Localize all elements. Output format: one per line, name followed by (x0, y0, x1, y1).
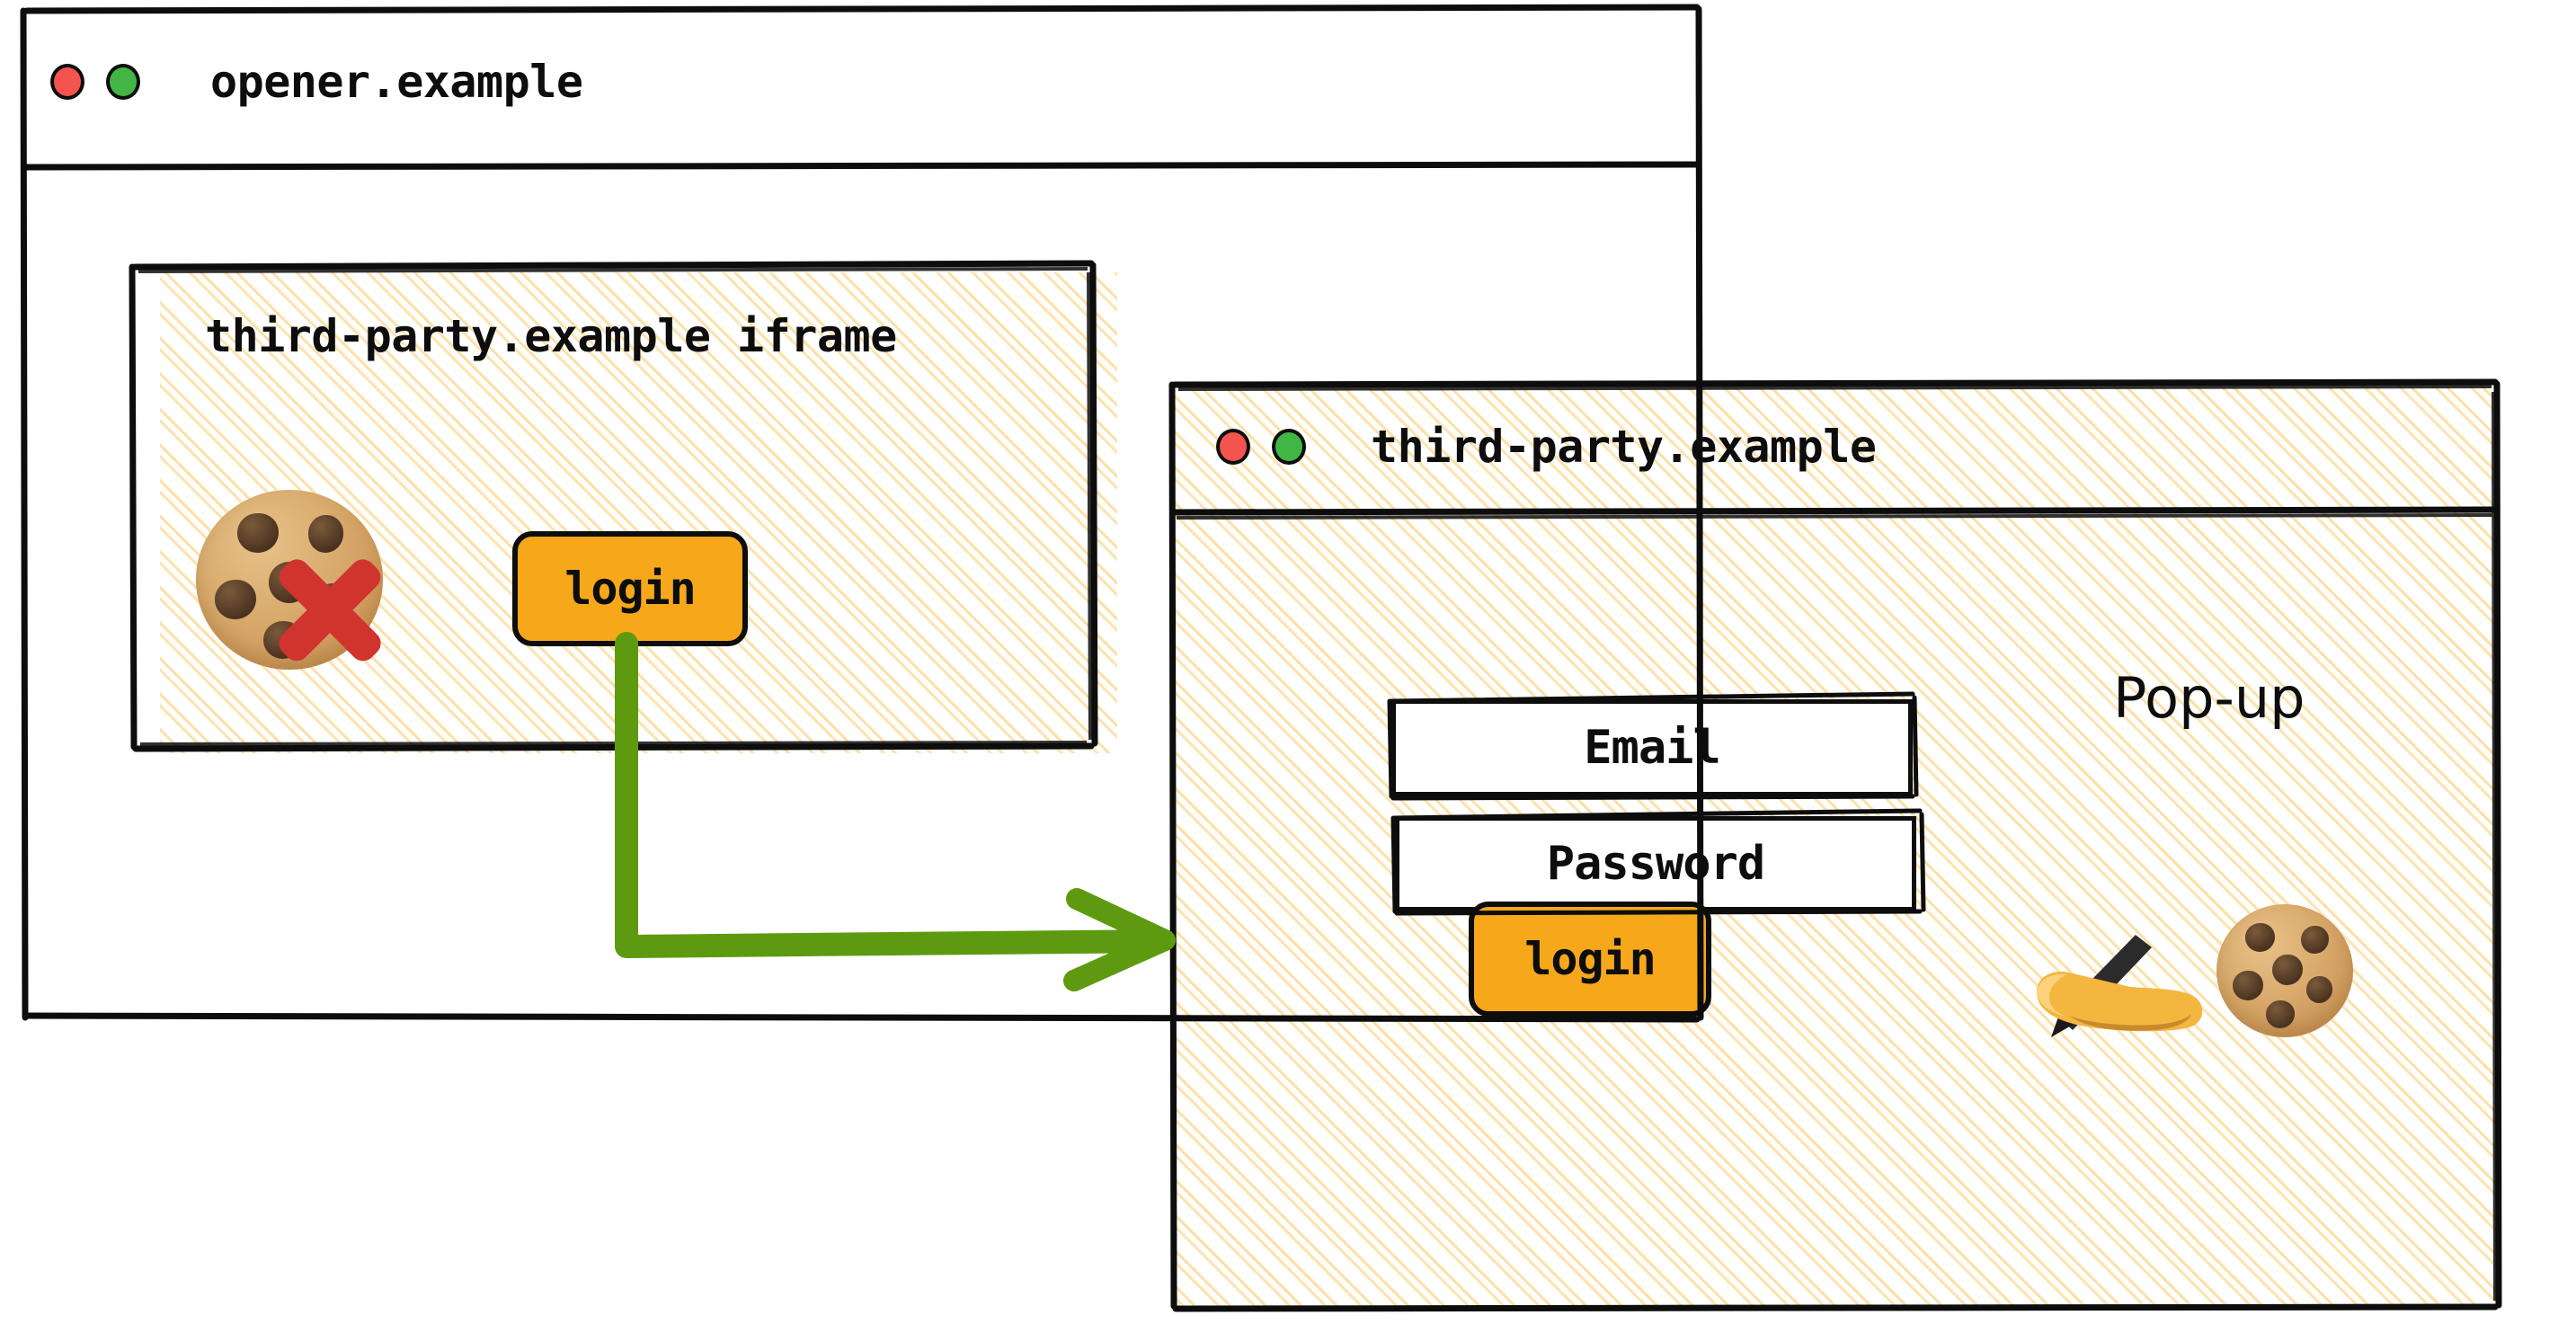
maximize-dot-icon[interactable] (106, 64, 140, 100)
red-x-icon (267, 547, 393, 673)
popup-titlebar: third-party.example (1173, 382, 2497, 512)
writing-hand-icon (2030, 910, 2218, 1044)
opener-window-controls: opener.example (50, 32, 583, 131)
opener-titlebar: opener.example (25, 7, 1701, 169)
popup-annotation-label: Pop-up (2113, 665, 2305, 731)
popup-login-button[interactable]: login (1469, 902, 1711, 1017)
maximize-dot-icon[interactable] (1272, 429, 1306, 465)
iframe-label: third-party.example iframe (205, 310, 897, 362)
popup-window-title: third-party.example (1371, 421, 1877, 473)
password-field[interactable]: Password (1395, 816, 1916, 911)
opener-window-title: opener.example (210, 56, 583, 108)
close-dot-icon[interactable] (1216, 429, 1250, 465)
iframe-login-button[interactable]: login (512, 531, 748, 646)
close-dot-icon[interactable] (50, 64, 84, 100)
popup-window-controls: third-party.example (1216, 414, 1877, 479)
email-field[interactable]: Email (1391, 699, 1913, 796)
cookie-icon (2216, 904, 2353, 1037)
